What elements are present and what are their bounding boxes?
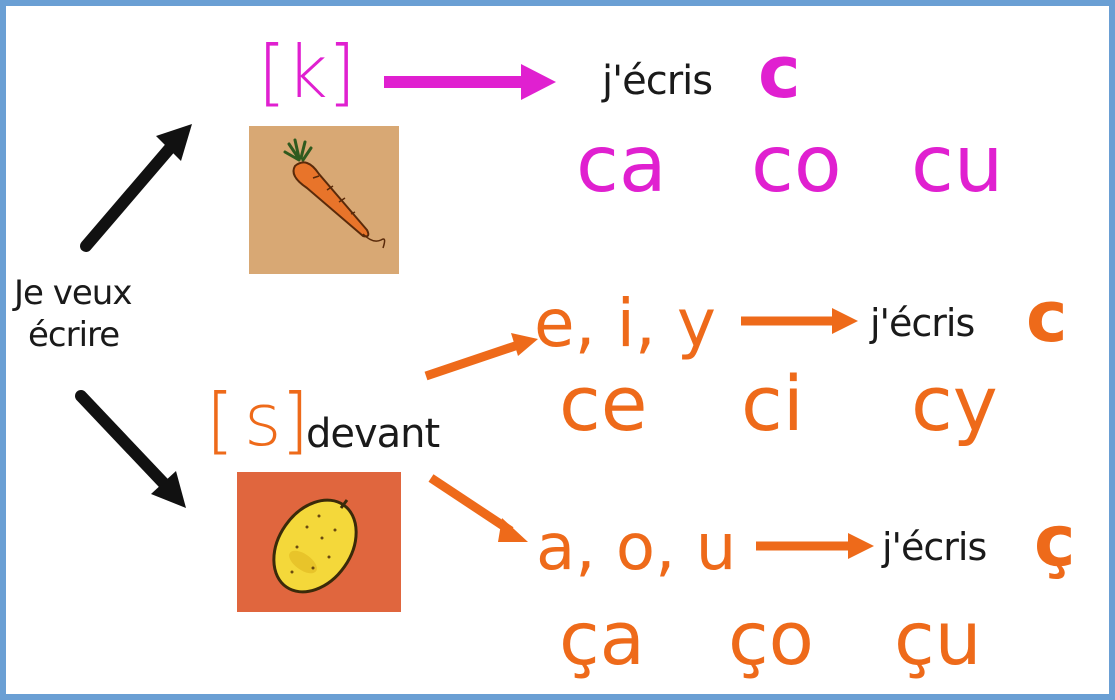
back-vowels: a, o, u xyxy=(536,511,737,585)
k-syllable-co: co xyxy=(751,120,842,210)
arrow-orange-to-eiy xyxy=(424,333,538,381)
lemon-picture xyxy=(237,472,401,612)
start-label-line2: écrire xyxy=(28,315,120,355)
sound-k: [k] xyxy=(258,30,356,114)
start-label-line1: Je veux xyxy=(14,273,132,313)
sound-s-open: [ xyxy=(206,378,235,462)
arrow-down-black xyxy=(75,390,186,508)
arrow-pink xyxy=(384,64,556,100)
front-letter: c xyxy=(1026,276,1068,358)
arrow-orange-eiy-to-c xyxy=(741,308,858,334)
k-letter: c xyxy=(758,30,801,114)
lemon-icon xyxy=(272,498,358,594)
arrow-up-black xyxy=(80,124,192,252)
k-syllable-cu: cu xyxy=(911,120,1004,210)
arrow-orange-to-aou xyxy=(428,474,528,542)
k-jecris: j'écris xyxy=(602,58,713,104)
front-syllable-ci: ci xyxy=(741,359,804,448)
front-vowels: e, i, y xyxy=(534,285,716,362)
back-syllable-co: ço xyxy=(728,596,814,682)
back-letter: ç xyxy=(1034,500,1076,582)
back-syllable-cu: çu xyxy=(894,596,982,682)
arrow-orange-aou-to-cedilla xyxy=(756,533,874,559)
front-syllable-cy: cy xyxy=(911,359,998,448)
sound-s-close: ] xyxy=(281,378,310,462)
k-syllable-ca: ca xyxy=(576,120,667,210)
sound-s-letter: s xyxy=(244,378,282,462)
back-syllable-ca: ça xyxy=(559,596,646,682)
back-jecris: j'écris xyxy=(882,525,987,569)
front-jecris: j'écris xyxy=(870,301,975,345)
carrot-picture xyxy=(249,126,399,274)
carrot-icon xyxy=(283,138,386,249)
s-devant: devant xyxy=(306,411,440,457)
front-syllable-ce: ce xyxy=(559,359,648,448)
